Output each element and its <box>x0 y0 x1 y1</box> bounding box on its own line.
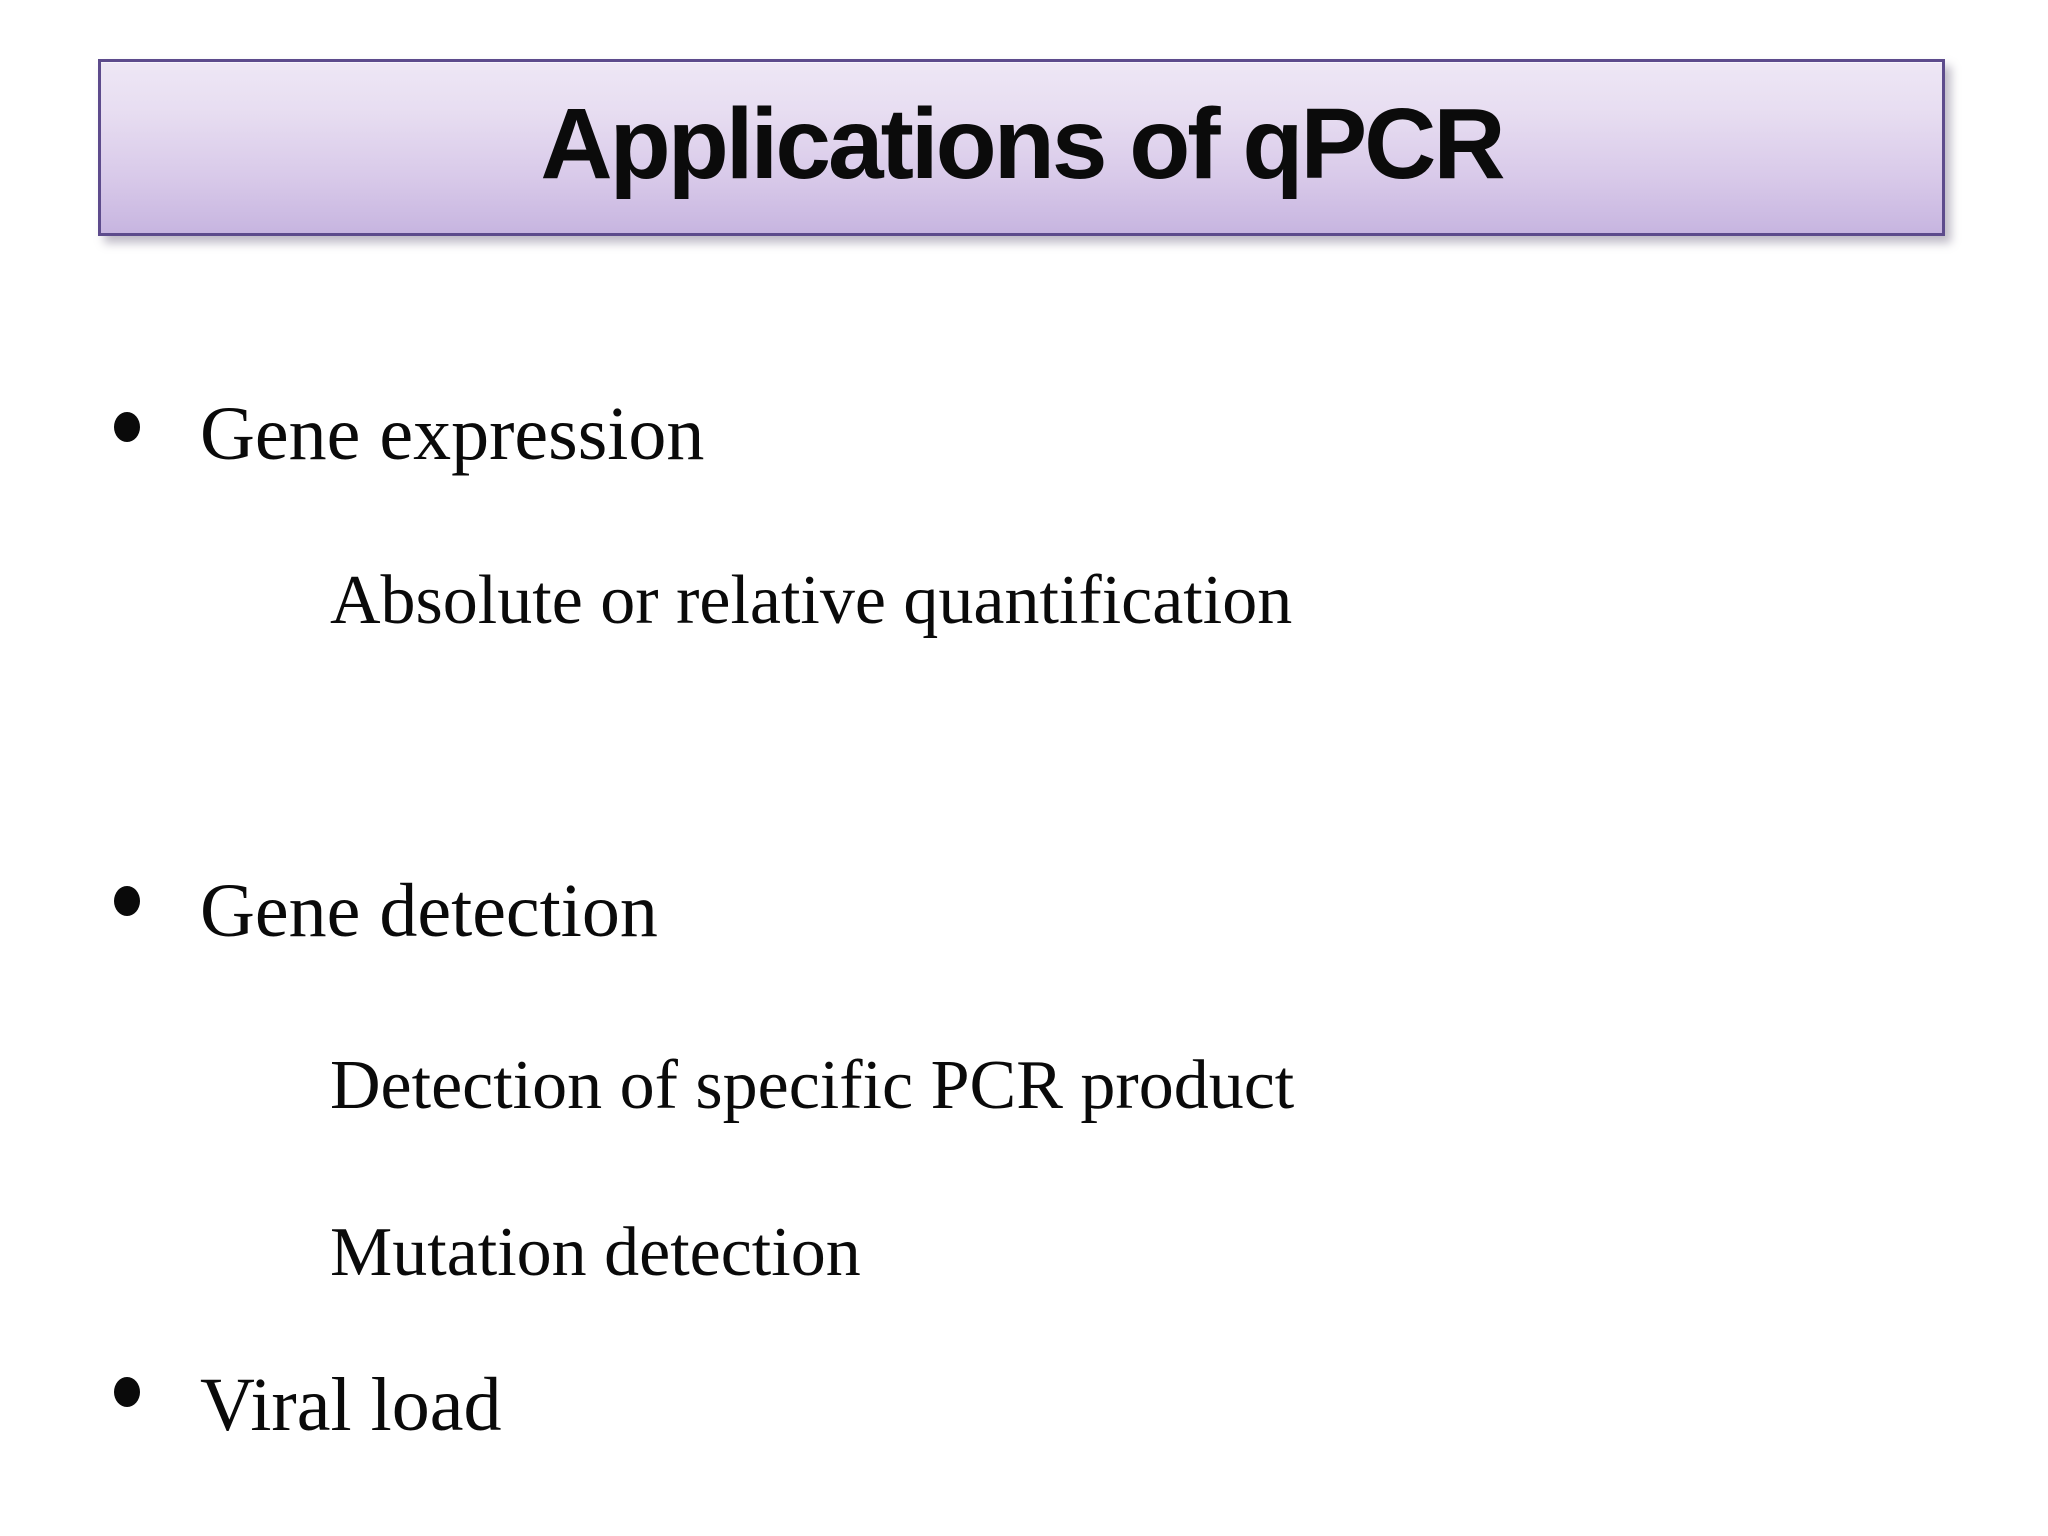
list-subitem-detection-specific-pcr-product: Detection of specific PCR product <box>330 1047 1295 1124</box>
list-item-gene-expression: Gene expression <box>200 392 705 476</box>
title-banner: Applications of qPCR <box>98 59 1945 236</box>
list-item-gene-detection: Gene detection <box>200 869 658 953</box>
list-item-viral-load: Viral load <box>200 1363 502 1447</box>
list-subitem-mutation-detection: Mutation detection <box>330 1214 861 1291</box>
list-subitem-absolute-relative-quantification: Absolute or relative quantification <box>330 562 1293 639</box>
slide-title: Applications of qPCR <box>540 88 1505 200</box>
bullet-icon <box>114 1377 140 1407</box>
bullet-icon <box>114 886 140 916</box>
bullet-icon <box>114 412 140 442</box>
